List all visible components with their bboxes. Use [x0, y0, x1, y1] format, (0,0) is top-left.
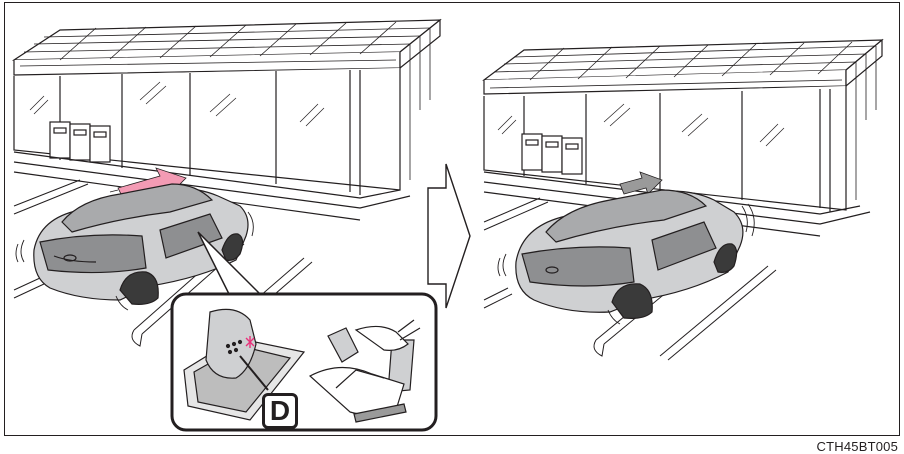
figure-code: CTH45BT005	[816, 439, 898, 454]
right-forward-arrow	[619, 171, 663, 195]
left-storefront	[13, 68, 411, 221]
left-recycle-bins	[49, 121, 111, 163]
right-recycle-bins	[521, 133, 583, 175]
pedal-inset	[308, 319, 421, 423]
right-scene	[482, 38, 884, 361]
left-car	[15, 183, 254, 311]
right-car	[497, 189, 755, 325]
d-position-highlight-icon	[245, 336, 255, 348]
right-building-roof	[482, 38, 884, 200]
left-scene	[11, 18, 442, 353]
left-building-roof	[11, 18, 442, 180]
control-inset	[170, 292, 438, 432]
transition-arrow-icon	[427, 163, 471, 309]
shift-indicator-d-label: D	[262, 393, 298, 429]
shift-lever-inset	[183, 308, 306, 421]
